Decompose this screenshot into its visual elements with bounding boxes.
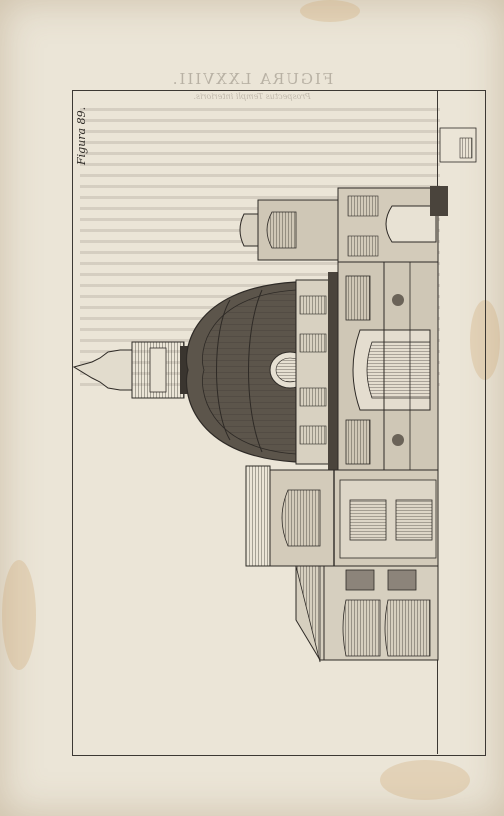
portico — [295, 565, 439, 663]
plate-frame — [72, 90, 486, 756]
detail-vignette — [439, 127, 477, 163]
drum — [295, 272, 338, 472]
lower-nave — [245, 465, 439, 567]
dome — [185, 281, 311, 463]
paper-stain — [2, 560, 36, 670]
upper-tower — [239, 186, 448, 263]
lantern — [72, 341, 188, 399]
crossing-section — [337, 261, 439, 471]
paper-stain — [380, 760, 470, 800]
paper-stain — [300, 0, 360, 22]
